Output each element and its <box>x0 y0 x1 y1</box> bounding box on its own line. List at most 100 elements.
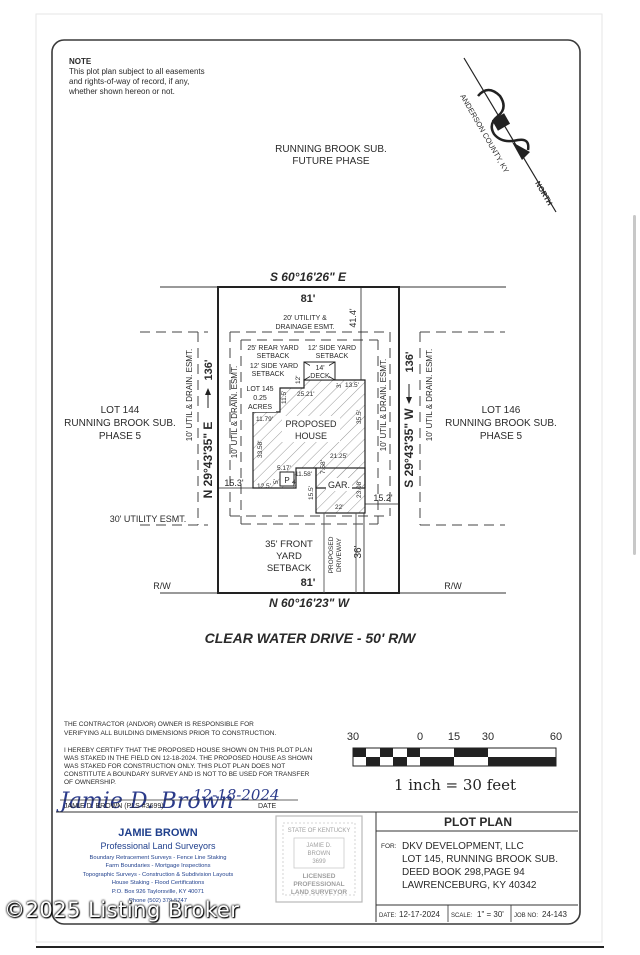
svg-text:YARD: YARD <box>276 551 302 562</box>
svg-text:BROWN: BROWN <box>308 851 331 857</box>
svg-text:136': 136' <box>203 359 215 380</box>
svg-text:12' SIDE YARD: 12' SIDE YARD <box>308 345 356 352</box>
svg-text:JAMIE D.: JAMIE D. <box>306 843 332 849</box>
svg-text:LOT 145, RUNNING BROOK SUB.: LOT 145, RUNNING BROOK SUB. <box>402 854 558 865</box>
garage: GAR. <box>315 467 366 514</box>
top-bearing: S 60°16'26" E <box>270 270 347 284</box>
listing-watermark: ©2025 Listing Broker <box>4 898 240 922</box>
street-name: CLEAR WATER DRIVE - 50' R/W <box>205 630 418 646</box>
svg-text:SETBACK: SETBACK <box>316 353 349 360</box>
svg-text:1" = 30': 1" = 30' <box>477 910 504 919</box>
svg-text:13.5': 13.5' <box>345 382 359 389</box>
svg-text:15: 15 <box>448 731 460 743</box>
svg-text:DRIVEWAY: DRIVEWAY <box>336 537 343 572</box>
svg-text:15.3': 15.3' <box>224 478 244 488</box>
svg-text:GAR.: GAR. <box>328 480 350 490</box>
svg-text:15.2': 15.2' <box>373 493 393 503</box>
svg-text:35.5': 35.5' <box>356 410 363 424</box>
svg-text:PHASE 5: PHASE 5 <box>480 431 523 442</box>
svg-text:Phone (502) 379-5747: Phone (502) 379-5747 <box>129 898 187 904</box>
svg-text:5': 5' <box>273 479 280 484</box>
svg-text:NOTE: NOTE <box>69 57 92 66</box>
porch: P <box>279 471 295 487</box>
svg-text:FOR:: FOR: <box>381 843 397 850</box>
rear-depth: 41.4' <box>348 308 358 328</box>
north-arrow: ANDERSON COUNTY, KY NORTH <box>458 57 557 213</box>
title-block: PLOT PLAN FOR: DKV DEVELOPMENT, LLC LOT … <box>379 815 567 919</box>
scale-bar: 30 0 15 30 60 1 inch = 30 feet <box>347 731 562 794</box>
svg-text:1 inch = 30 feet: 1 inch = 30 feet <box>394 776 516 794</box>
svg-text:whether shown hereon or not.: whether shown hereon or not. <box>68 87 175 96</box>
lot-boundary <box>217 286 400 594</box>
handwritten-signature: Jamie D. Brown <box>56 789 234 814</box>
svg-text:DECK: DECK <box>310 373 330 380</box>
right-bearing: S 29°43'35" W <box>402 408 416 488</box>
svg-text:CONSTITUTE A BOUNDARY SURVEY A: CONSTITUTE A BOUNDARY SURVEY AND IS NOT … <box>64 771 310 778</box>
svg-text:and rights-of-way of record, i: and rights-of-way of record, if any, <box>69 77 189 86</box>
signature: Jamie D. Brown 12-18-2024 JAMIE D. BROWN… <box>56 786 298 814</box>
svg-text:136': 136' <box>404 351 416 372</box>
svg-text:Boundary Retracement Surveys -: Boundary Retracement Surveys - Fence Lin… <box>90 855 227 861</box>
svg-text:JAMIE BROWN: JAMIE BROWN <box>118 827 198 839</box>
svg-text:JOB NO:: JOB NO: <box>514 913 538 919</box>
svg-text:23.08': 23.08' <box>356 480 363 498</box>
svg-text:30' UTILITY ESMT.: 30' UTILITY ESMT. <box>110 514 187 524</box>
svg-text:11.5': 11.5' <box>281 391 288 404</box>
svg-text:PROFESSIONAL: PROFESSIONAL <box>293 881 344 888</box>
svg-text:0.25: 0.25 <box>253 395 267 402</box>
svg-text:12' SIDE YARD: 12' SIDE YARD <box>250 363 298 370</box>
svg-text:10' UTIL & DRAIN. ESMT.: 10' UTIL & DRAIN. ESMT. <box>425 349 434 441</box>
svg-text:11.79': 11.79' <box>256 416 273 423</box>
note-block: NOTE This plot plan subject to all easem… <box>68 57 205 96</box>
svg-text:35' FRONT: 35' FRONT <box>265 539 313 550</box>
svg-text:12.5': 12.5' <box>257 483 271 490</box>
svg-text:21.25': 21.25' <box>330 453 348 460</box>
svg-text:STATE OF KENTUCKY: STATE OF KENTUCKY <box>288 828 351 834</box>
svg-text:FUTURE PHASE: FUTURE PHASE <box>292 156 370 167</box>
svg-text:25' REAR YARD: 25' REAR YARD <box>247 345 298 352</box>
scrollbar[interactable] <box>633 215 636 555</box>
certification: I HEREBY CERTIFY THAT THE PROPOSED HOUSE… <box>64 747 313 786</box>
svg-text:SETBACK: SETBACK <box>252 371 285 378</box>
house-label-2: HOUSE <box>295 431 327 441</box>
svg-text:24-143: 24-143 <box>542 910 567 919</box>
svg-text:LOT 145: LOT 145 <box>246 386 273 393</box>
rw-left: R/W <box>153 581 171 591</box>
paper-edge <box>35 13 603 943</box>
svg-text:WAS STAKED FOR CONSTRUCTION ON: WAS STAKED FOR CONSTRUCTION ONLY. THIS P… <box>64 763 285 770</box>
svg-text:14': 14' <box>315 365 324 372</box>
contractor-note: THE CONTRACTOR (AND/OR) OWNER IS RESPONS… <box>64 721 276 737</box>
svg-text:LICENSED: LICENSED <box>303 873 336 880</box>
svg-text:DKV DEVELOPMENT, LLC: DKV DEVELOPMENT, LLC <box>402 841 524 852</box>
svg-text:RUNNING BROOK SUB.: RUNNING BROOK SUB. <box>64 418 176 429</box>
side-dimensions: 15.3' 15.2' <box>218 478 399 505</box>
easement-labels: 20' UTILITY & DRAINAGE ESMT. 25' REAR YA… <box>110 315 434 574</box>
svg-text:3699: 3699 <box>312 859 326 865</box>
surveyor-seal: STATE OF KENTUCKY JAMIE D. BROWN 3699 LI… <box>275 815 363 903</box>
svg-text:I HEREBY CERTIFY THAT THE PROP: I HEREBY CERTIFY THAT THE PROPOSED HOUSE… <box>64 747 312 754</box>
svg-text:VERIFYING ALL BUILDING DIMENSI: VERIFYING ALL BUILDING DIMENSIONS PRIOR … <box>64 730 276 737</box>
house-label: PROPOSED <box>285 419 337 429</box>
svg-text:5.17': 5.17' <box>277 465 291 472</box>
svg-text:DATE: DATE <box>258 803 276 810</box>
svg-text:SETBACK: SETBACK <box>257 353 290 360</box>
svg-text:10' UTIL & DRAIN. ESMT.: 10' UTIL & DRAIN. ESMT. <box>379 359 388 451</box>
svg-text:33.58': 33.58' <box>257 440 264 458</box>
house-dimensions: 12' 3' 13.5' 25.21' 11.5' 11.79' 35.5' 3… <box>256 376 363 511</box>
svg-text:Professional Land Surveyors: Professional Land Surveyors <box>100 841 216 851</box>
svg-text:3': 3' <box>336 383 343 388</box>
left-bearing: N 29°43'35" E <box>201 422 215 499</box>
svg-text:25.21': 25.21' <box>297 391 315 398</box>
svg-text:P.O. Box 926 Taylorsv: P.O. Box 926 Taylorsville, KY 40071 <box>112 889 204 895</box>
svg-text:DRAINAGE ESMT.: DRAINAGE ESMT. <box>275 324 334 331</box>
house-label-bg <box>282 416 340 442</box>
svg-text:0: 0 <box>417 731 423 743</box>
svg-text:22': 22' <box>335 504 343 511</box>
proposed-driveway: PROPOSED DRIVEWAY <box>323 513 357 593</box>
svg-text:LOT 144: LOT 144 <box>101 405 140 416</box>
svg-text:30: 30 <box>482 731 494 743</box>
lot-info: LOT 145 0.25 ACRES <box>244 384 276 412</box>
svg-text:20' UTILITY &: 20' UTILITY & <box>283 315 327 322</box>
deck: 14' DECK <box>303 361 336 381</box>
top-subdivision-label: RUNNING BROOK SUB. FUTURE PHASE <box>275 144 387 167</box>
